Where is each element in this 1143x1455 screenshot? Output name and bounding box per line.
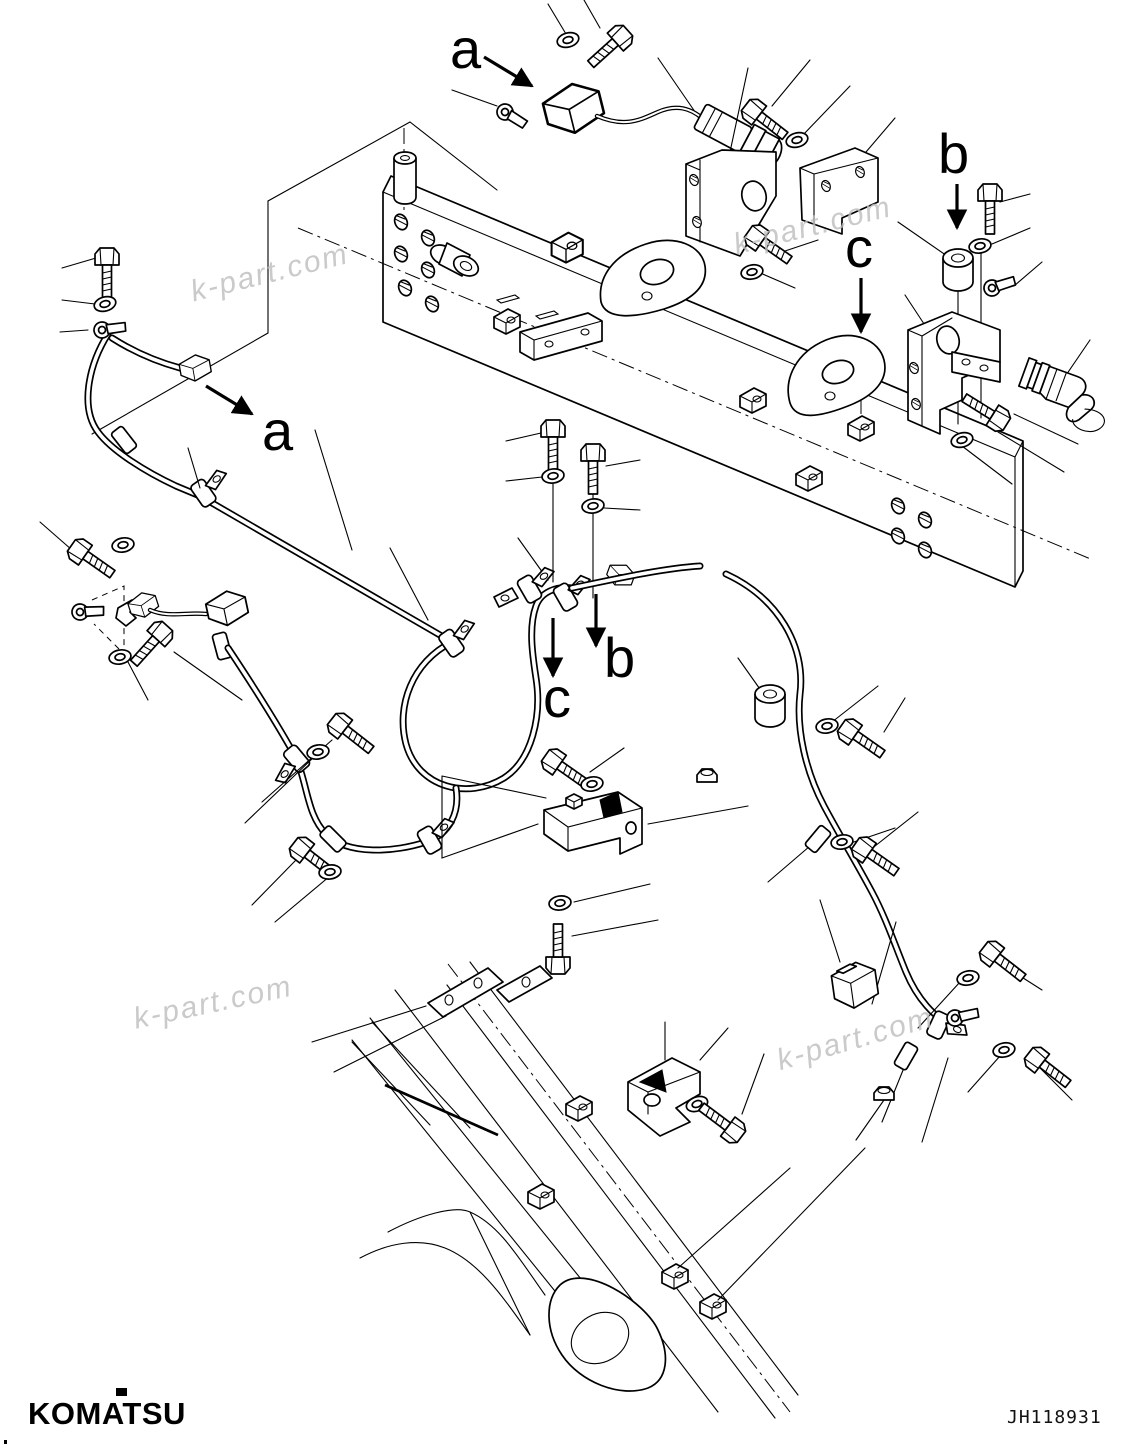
top-brackets (685, 59, 896, 289)
bolt-icon (63, 534, 121, 585)
bolt-icon (693, 1096, 750, 1148)
connector-icon (177, 352, 214, 384)
center-bottom-bracket (441, 744, 749, 975)
right-bracket-assembly (897, 183, 1105, 485)
callout-c-right: c (845, 216, 873, 279)
sensor-assembly (451, 0, 783, 170)
nut-icon (873, 1086, 895, 1101)
washer-icon (990, 1040, 1018, 1060)
bottom-right-connector-cluster (819, 899, 1077, 1143)
page-dot (4, 1440, 7, 1444)
ring-terminal-icon (980, 266, 1019, 303)
connector-icon (203, 586, 251, 630)
callout-b-middle: b (604, 626, 635, 689)
ring-terminal-icon (493, 101, 532, 130)
washer-icon (580, 496, 606, 516)
clamp-icon (436, 614, 485, 660)
bolt-icon (847, 832, 905, 883)
spacer-icon (942, 248, 974, 292)
washer-icon (305, 742, 331, 762)
spacer-icon (754, 684, 786, 728)
washer-icon (814, 716, 840, 736)
komatsu-logo: KOMATSU (28, 1396, 186, 1431)
bolt-icon (833, 714, 891, 765)
bolt-icon (977, 183, 1003, 235)
callout-a-left: a (262, 399, 294, 462)
bracket-icon (543, 791, 643, 855)
ring-terminal-icon (68, 595, 108, 626)
clamp-icon (551, 570, 599, 614)
bracket-icon (627, 1057, 701, 1137)
boom-frame (311, 961, 866, 1419)
washer-icon (91, 293, 119, 315)
washer-icon (738, 262, 766, 282)
clamp-block-icon (699, 1293, 727, 1320)
logo-mark (116, 1388, 127, 1396)
callouts: a a b c b c (205, 17, 969, 729)
connector-icon (538, 76, 609, 140)
bolt-icon (580, 443, 606, 495)
washer-icon (554, 29, 582, 51)
clamp-icon (803, 823, 833, 855)
bracket-icon (799, 147, 879, 235)
callout-c-middle: c (543, 666, 571, 729)
washer-icon (110, 535, 136, 555)
elbow-connector-icon (1018, 357, 1105, 433)
watermark: k-part.com (131, 970, 296, 1036)
callout-b-right: b (938, 122, 969, 185)
bolt-icon (975, 936, 1032, 989)
frame-beam (91, 121, 1094, 588)
clamp-icon (892, 1040, 920, 1072)
drawing-number: JH118931 (1007, 1407, 1102, 1428)
washer-icon (540, 466, 566, 486)
bolt-icon (581, 20, 637, 74)
callout-a-top: a (450, 17, 482, 80)
clamp-block-icon (527, 1183, 555, 1210)
washer-icon (783, 129, 811, 151)
footer: KOMATSU JH118931 (4, 1388, 1102, 1444)
bracket-icon (907, 311, 1001, 435)
washer-icon (954, 968, 982, 988)
bolt-icon (545, 923, 571, 975)
bolt-icon (124, 617, 178, 673)
right-harness (568, 562, 962, 1032)
bottom-left-connector-cluster (68, 585, 463, 923)
washer-icon (967, 236, 993, 256)
left-harness (39, 247, 456, 646)
clamp-icon (515, 562, 563, 606)
watermark: k-part.com (187, 237, 352, 308)
bolt-icon (1020, 1042, 1077, 1095)
watermark: k-part.com (773, 1001, 938, 1077)
washer-icon (547, 893, 573, 913)
center-harness (399, 419, 641, 793)
bolt-icon (540, 419, 566, 471)
bolt-icon (323, 708, 380, 761)
nut-icon (696, 768, 718, 783)
bolt-icon (94, 247, 120, 299)
clamp-icon (188, 464, 237, 510)
clamp-block-icon (661, 1263, 689, 1290)
